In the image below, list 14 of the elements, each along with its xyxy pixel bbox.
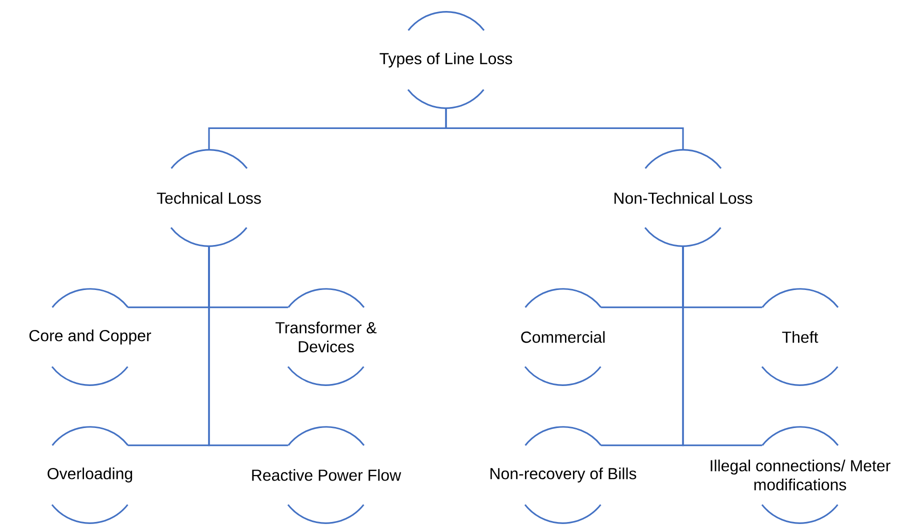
circle-node: Theft [761,288,839,386]
connector-line [682,246,762,446]
circle-node: Core and Copper [29,288,152,386]
circle-node: Illegal connections/ Meter modifications [710,426,890,524]
circle-node: Non-recovery of Bills [490,426,636,524]
circle-node: Reactive Power Flow [252,426,402,524]
circle-node: Non-Technical Loss [614,149,752,247]
circle-node: Technical Loss [156,149,261,247]
connector-line [445,108,684,150]
circle-node: Transformer & Devices [276,288,377,386]
connector-line [208,246,288,446]
circle-node: Types of Line Loss [380,11,512,109]
circle-node: Overloading [48,426,132,524]
circle-node: Commercial [521,288,605,386]
